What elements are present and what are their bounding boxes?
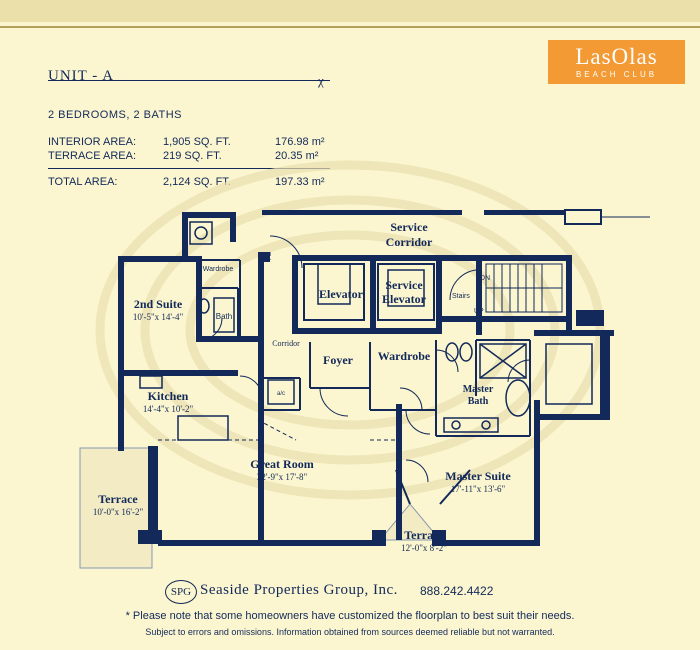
- bedrooms-baths: 2 BEDROOMS, 2 BATHS: [48, 109, 182, 121]
- service-corridor-label-1: Service: [390, 220, 428, 234]
- foyer-label: Foyer: [323, 353, 354, 367]
- elevator-label: Elevator: [319, 287, 364, 301]
- customization-note: * Please note that some homeowners have …: [125, 610, 575, 622]
- las-olas-logo: LasOlas BEACH CLUB: [548, 40, 685, 84]
- master-suite-label: Master Suite: [445, 469, 511, 483]
- bath-label: Bath: [216, 312, 232, 321]
- terrace-right-dimensions: 12'-0"x 8'-2": [401, 543, 447, 553]
- unit-title-rule: [48, 80, 330, 81]
- stairs: [449, 263, 563, 313]
- fixtures: [139, 221, 595, 441]
- wardrobe-small-label: Wardrobe: [203, 266, 234, 273]
- terrace-right-floor: [378, 503, 442, 541]
- unit-title-mark: χ: [318, 73, 324, 88]
- master-bath-label-2: Bath: [468, 396, 489, 407]
- terrace-left-floor: [79, 447, 153, 569]
- stairs-dn-label: DN: [480, 275, 490, 282]
- top-band: [0, 0, 700, 22]
- total-area-sqft: 2,124 SQ. FT.: [163, 176, 231, 188]
- second-suite-dimensions: 10'-5"x 14'-4": [133, 312, 184, 322]
- corridor-wall-top-right: [484, 210, 564, 215]
- corridor-label: Corridor: [272, 339, 300, 348]
- terrace-area-label: TERRACE AREA:: [48, 150, 137, 162]
- total-area-label: TOTAL AREA:: [48, 176, 118, 188]
- service-elevator-label-1: Service: [385, 278, 423, 292]
- disclaimer: Subject to errors and omissions. Informa…: [145, 627, 555, 637]
- kitchen-dimensions: 14'-4"x 10'-2": [143, 404, 194, 414]
- great-room-label: Great Room: [250, 457, 313, 471]
- top-divider: [0, 26, 700, 28]
- ac-label: a/c: [277, 391, 285, 397]
- great-room-dimensions: 32'-9"x 17'-8": [257, 472, 308, 482]
- wardrobe-label: Wardrobe: [378, 349, 431, 363]
- stairs-label: Stairs: [452, 293, 470, 300]
- exterior-walls: [118, 212, 614, 546]
- spg-logo-icon: SPG: [165, 580, 197, 604]
- company-phone: 888.242.4422: [420, 584, 494, 598]
- logo-subtitle: BEACH CLUB: [575, 70, 658, 79]
- service-corridor-label-2: Corridor: [386, 235, 433, 249]
- service-elevator-label-2: Elevator: [382, 292, 427, 306]
- interior-area-sqft: 1,905 SQ. FT.: [163, 136, 231, 148]
- stairs-up-label: UP: [474, 308, 484, 315]
- terrace-area-sqft: 219 SQ. FT.: [163, 150, 222, 162]
- corridor-wall-top-left: [262, 210, 462, 215]
- interior-area-sqm: 176.98 m²: [275, 136, 325, 148]
- master-bath-label-1: Master: [463, 384, 494, 395]
- company-name: Seaside Properties Group, Inc.: [200, 582, 398, 598]
- terrace-area-sqm: 20.35 m²: [275, 150, 319, 162]
- logo-wordmark: LasOlas: [575, 44, 658, 69]
- interior-area-label: INTERIOR AREA:: [48, 136, 137, 148]
- master-suite-dimensions: 17'-11"x 13'-6": [451, 484, 506, 494]
- terrace-left-dimensions: 10'-0"x 16'-2": [93, 507, 144, 517]
- second-suite-label: 2nd Suite: [134, 297, 183, 311]
- terrace-right-label: Terrace: [404, 528, 444, 542]
- door-swings: [199, 235, 531, 483]
- interior-walls: [196, 259, 531, 505]
- kitchen-label: Kitchen: [148, 389, 189, 403]
- area-table-rule: [48, 168, 330, 169]
- total-area-sqm: 197.33 m²: [275, 176, 325, 188]
- corridor-wall-box: [564, 209, 602, 225]
- terrace-left-label: Terrace: [98, 492, 138, 506]
- service-elevator-cab: [377, 263, 435, 321]
